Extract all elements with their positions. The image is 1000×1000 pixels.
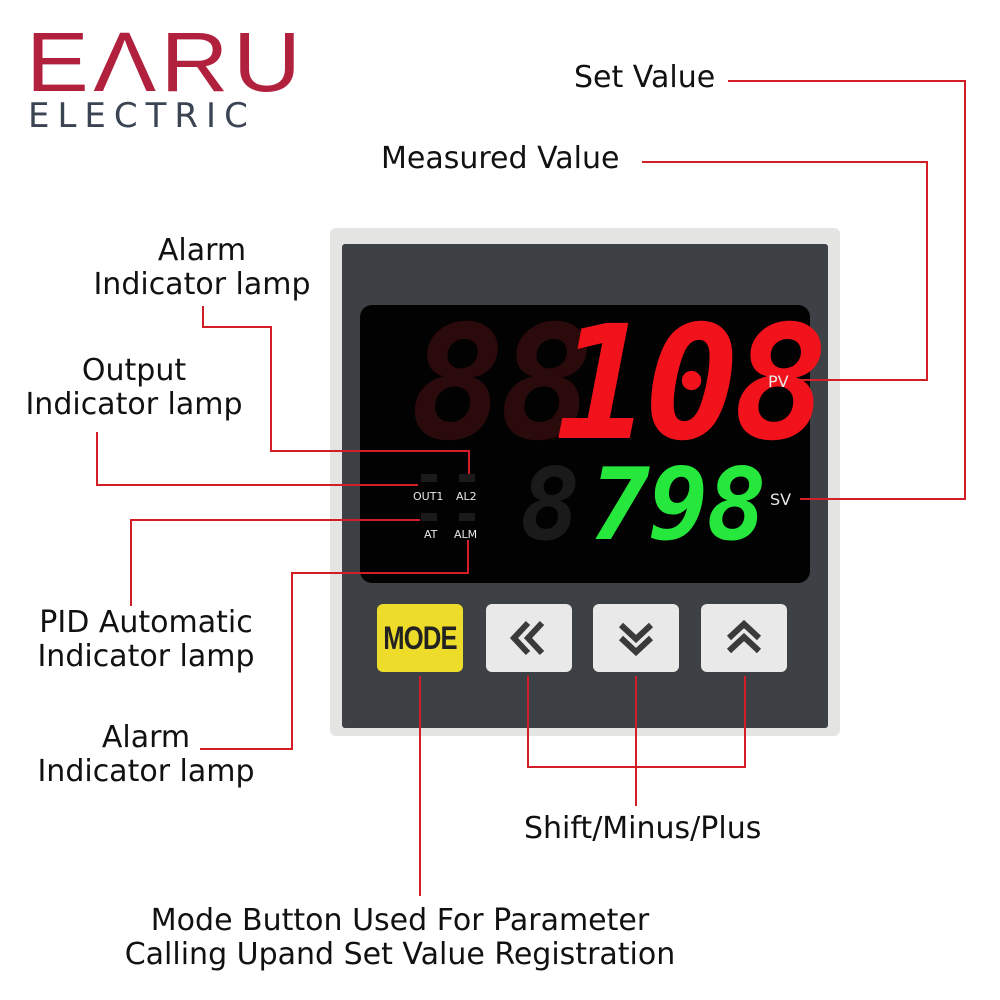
leader-minus [635,676,637,806]
leader-output-b [96,484,418,486]
pv-tag: PV [768,372,789,391]
out1-lamp [421,474,437,482]
lcd-display [360,305,810,583]
alm-lamp [459,513,475,521]
leader-alarm-top-b [202,326,272,328]
double-chevron-up-icon [726,619,762,654]
mode-button-description: Mode Button Used For Parameter Calling U… [124,903,676,972]
double-chevron-left-icon [509,620,545,656]
measured-value-label: Measured Value [381,141,620,176]
leader-plus [744,676,746,768]
leader-keys-bracket [527,766,746,768]
at-lamp [421,513,437,521]
leader-set-value-vertical [964,80,966,500]
pv-ghost-digits: 88 [410,292,594,476]
output-lamp-label: Output Indicator lamp [25,353,243,422]
pid-lamp-label: PID Automatic Indicator lamp [37,605,255,674]
leader-set-value [728,80,966,82]
brand-subtitle: ELECTRIC [28,96,256,136]
plus-button[interactable] [701,604,787,672]
leader-measured-value-vertical [926,161,928,381]
alarm-lamp-bottom-label: Alarm Indicator lamp [37,720,255,789]
alarm-lamp-top-label: Alarm Indicator lamp [93,233,311,302]
leader-shift [527,676,529,768]
leader-pid-a [130,519,132,606]
leader-alarm-top-a [202,306,204,328]
leader-set-value-to-sv [800,498,966,500]
leader-alarm-top-e [468,450,470,474]
leader-mode [419,676,421,896]
brand-logo: EΛRU [26,15,306,109]
pv-readout: 108 [555,292,828,476]
out1-label: OUT1 [413,490,444,503]
leader-measured-value-to-pv [798,379,928,381]
at-label: AT [424,528,438,541]
sv-readout: 798 [590,446,767,563]
leader-alarm-bottom-b [291,572,293,750]
al2-lamp [459,474,475,482]
mode-button[interactable]: MODE [377,604,463,672]
leader-output-a [96,432,98,486]
leader-pid-b [130,519,420,521]
al2-label: AL2 [456,490,477,503]
minus-button[interactable] [593,604,679,672]
sv-ghost-digits: 8 [520,446,580,563]
shift-button[interactable] [486,604,572,672]
shift-minus-plus-label: Shift/Minus/Plus [524,811,762,846]
set-value-label: Set Value [574,60,716,95]
leader-alarm-bottom-a [200,748,293,750]
mode-button-label: MODE [383,619,457,656]
leader-alarm-bottom-c [291,572,469,574]
leader-alarm-top-d [270,450,470,452]
alm-label: ALM [454,528,478,541]
sv-tag: SV [770,490,792,509]
leader-alarm-bottom-d [467,540,469,574]
double-chevron-down-icon [618,622,654,657]
leader-measured-value [642,161,928,163]
leader-alarm-top-c [270,326,272,452]
